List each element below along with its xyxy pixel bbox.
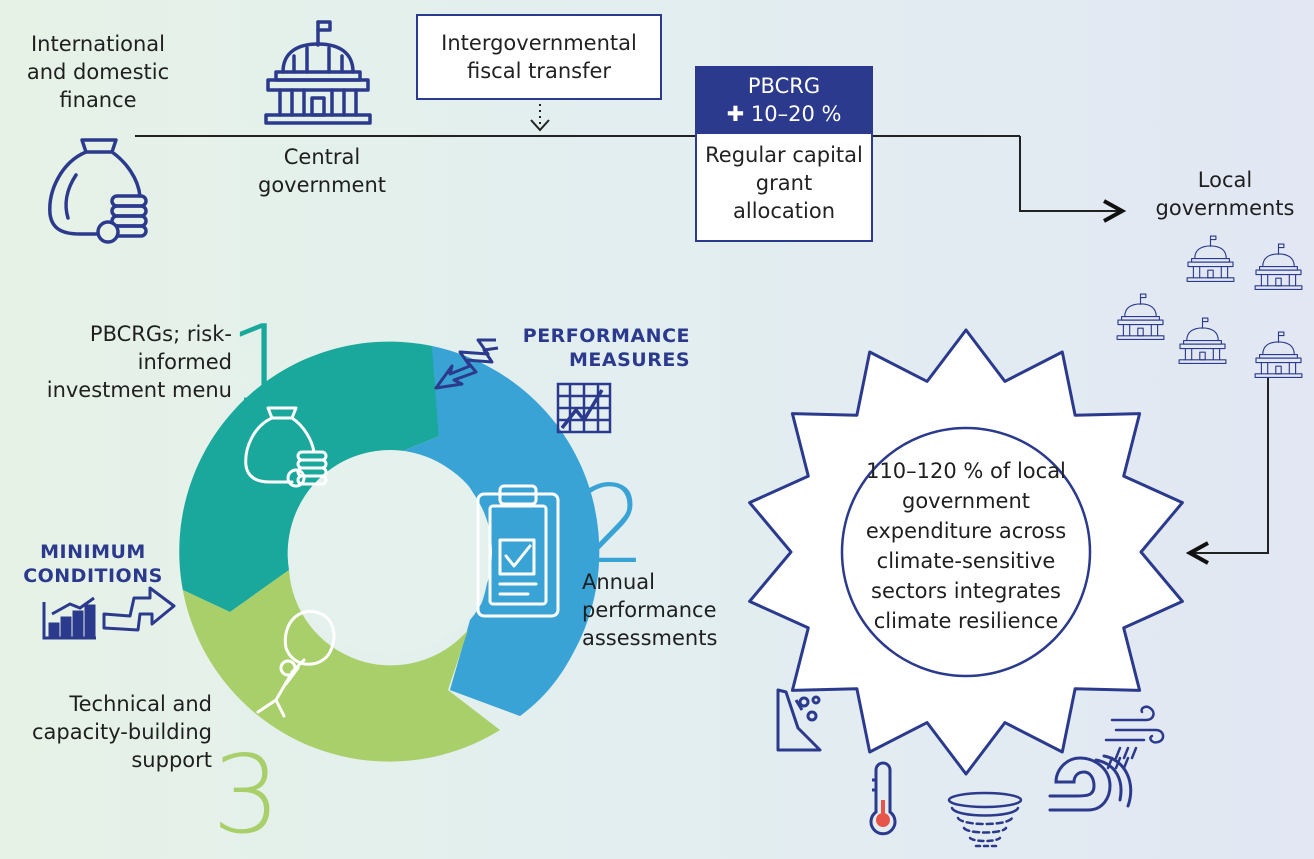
- outcome-text: 110–120 % of local government expenditur…: [865, 459, 1067, 633]
- step3-number: 3: [212, 733, 281, 858]
- sisyphus-boulder-icon: [256, 609, 336, 718]
- small-building-icon: [1116, 293, 1165, 341]
- pbcrg-amount: 10–20 %: [750, 102, 842, 126]
- step1-number: 1: [228, 303, 297, 428]
- small-building-icon: [1178, 317, 1227, 365]
- performance-measures-heading: PERFORMANCE MEASURES: [522, 325, 690, 371]
- pbcrg-header: PBCRG ✚ 10–20 %: [695, 66, 873, 136]
- tornado-icon: [947, 791, 1023, 848]
- local-governments-label: Local governments: [1155, 168, 1295, 220]
- minimum-conditions-heading: MINIMUM CONDITIONS: [23, 541, 163, 587]
- small-building-icon: [1186, 235, 1235, 283]
- bar-chart-icon: [42, 596, 96, 640]
- landslide-icon: [776, 688, 822, 752]
- outcome-circle: [840, 426, 1092, 678]
- wind-rain-icon: [1104, 705, 1165, 770]
- pbcrg-amount-row: ✚ 10–20 %: [695, 100, 873, 128]
- wave-icon: [1048, 754, 1133, 812]
- transfer-label: Intergovernmental fiscal transfer: [441, 31, 637, 83]
- finance-label: International and domestic finance: [26, 32, 170, 112]
- local-government-icons: [1116, 235, 1303, 379]
- regular-grant-box: Regular capital grant allocation: [695, 134, 873, 242]
- pbcrg-title: PBCRG: [747, 74, 821, 98]
- step3-label: Technical and capacity-building support: [32, 692, 212, 772]
- thermometer-icon: [869, 761, 897, 836]
- flow-to-local-arrow: [1019, 136, 1122, 211]
- cycle-center: [288, 450, 492, 654]
- regular-grant-label: Regular capital grant allocation: [705, 143, 863, 223]
- central-government-icon: [264, 20, 372, 125]
- minimum-conditions-arrow-icon: [102, 586, 176, 632]
- plus-icon: ✚: [726, 102, 745, 126]
- step2-number: 2: [578, 463, 647, 588]
- local-to-outcome-arrow: [1190, 378, 1269, 553]
- money-bag-icon: [48, 138, 148, 244]
- transfer-box: Intergovernmental fiscal transfer: [416, 14, 662, 100]
- performance-arrow-icon: [434, 338, 499, 390]
- small-building-icon: [1254, 243, 1303, 291]
- cycle-segment-3: [182, 570, 501, 762]
- step1-label: PBCRGs; risk-informed investment menu: [46, 322, 232, 402]
- central-government-label: Central government: [257, 145, 387, 197]
- step2-label: Annual performance assessments: [582, 570, 718, 650]
- clipboard-check-icon: [476, 484, 560, 618]
- small-building-icon: [1254, 331, 1303, 379]
- chart-up-icon: [556, 382, 612, 434]
- cycle-money-bag-icon: [244, 406, 328, 488]
